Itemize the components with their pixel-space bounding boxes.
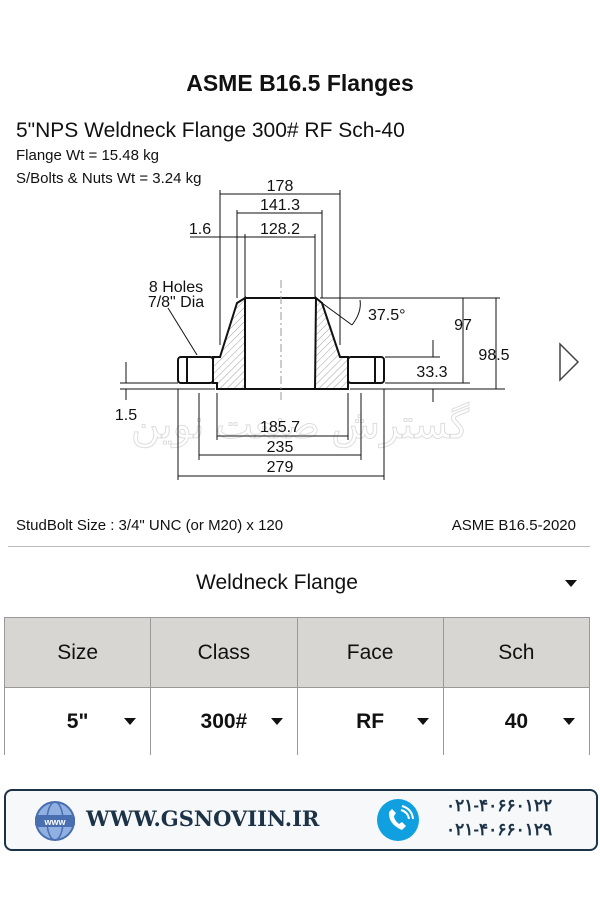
globe-icon: www: [35, 801, 75, 841]
next-arrow-icon[interactable]: [559, 342, 580, 382]
sch-value: 40: [504, 709, 529, 733]
svg-text:www: www: [43, 817, 66, 827]
flange-type-value: Weldneck Flange: [196, 571, 358, 594]
size-select[interactable]: 5": [3, 687, 152, 755]
class-select[interactable]: 300#: [150, 687, 298, 755]
chevron-down-icon: [563, 718, 575, 725]
chevron-down-icon: [270, 718, 283, 725]
phone-number-1[interactable]: ۰۲۱-۴۰۶۶۰۱۲۲: [446, 796, 553, 815]
chevron-down-icon: [416, 718, 429, 725]
flange-drawing: گسترش صنعت نوین 178 141.3 128.2 1.6 8 Ho…: [115, 178, 580, 480]
dim-1-6: 1.6: [189, 221, 211, 238]
dim-185-7: 185.7: [260, 419, 300, 436]
angle-label: 37.5°: [368, 307, 406, 324]
sch-select[interactable]: 40: [442, 687, 591, 755]
dim-178: 178: [267, 178, 294, 195]
face-select[interactable]: RF: [296, 687, 444, 755]
standard-label: ASME B16.5-2020: [451, 517, 576, 534]
size-value: 5": [66, 709, 89, 733]
class-value: 300#: [200, 709, 248, 733]
dim-1-5: 1.5: [115, 407, 137, 424]
phone-icon: [377, 799, 419, 841]
chevron-down-icon: [565, 580, 577, 587]
flange-subtitle: 5"NPS Weldneck Flange 300# RF Sch-40: [16, 119, 405, 142]
header-class: Class: [150, 617, 298, 688]
header-face: Face: [296, 617, 444, 688]
bolts-weight: S/Bolts & Nuts Wt = 3.24 kg: [16, 170, 202, 187]
flange-weight: Flange Wt = 15.48 kg: [16, 147, 159, 164]
studbolt-size: StudBolt Size : 3/4" UNC (or M20) x 120: [16, 517, 284, 534]
divider: [8, 546, 590, 547]
website-link[interactable]: WWW.GSNOVIIN.IR: [86, 806, 320, 831]
contact-banner: www WWW.GSNOVIIN.IR ۰۲۱-۴۰۶۶۰۱۲۲ ۰۲۱-۴۰۶…: [4, 789, 598, 851]
page-title: ASME B16.5 Flanges: [186, 70, 414, 96]
phone-number-2[interactable]: ۰۲۱-۴۰۶۶۰۱۲۹: [446, 820, 553, 839]
dim-141: 141.3: [260, 197, 300, 214]
face-value: RF: [356, 709, 385, 733]
holes-label: 8 Holes: [149, 279, 203, 296]
holes-dia-label: 7/8" Dia: [148, 294, 204, 311]
dim-33-3: 33.3: [416, 364, 447, 381]
flange-type-select[interactable]: Weldneck Flange: [0, 563, 600, 611]
dim-98-5: 98.5: [478, 347, 509, 364]
header-size: Size: [3, 617, 152, 688]
selection-table: Size Class Face Sch 5" 300# RF 40: [3, 617, 591, 755]
dim-128: 128.2: [260, 221, 300, 238]
dim-97: 97: [454, 317, 472, 334]
watermark: گسترش صنعت نوین: [131, 402, 470, 448]
header-sch: Sch: [442, 617, 591, 688]
dim-235: 235: [267, 439, 294, 456]
chevron-down-icon: [124, 718, 137, 725]
dim-279: 279: [267, 459, 294, 476]
